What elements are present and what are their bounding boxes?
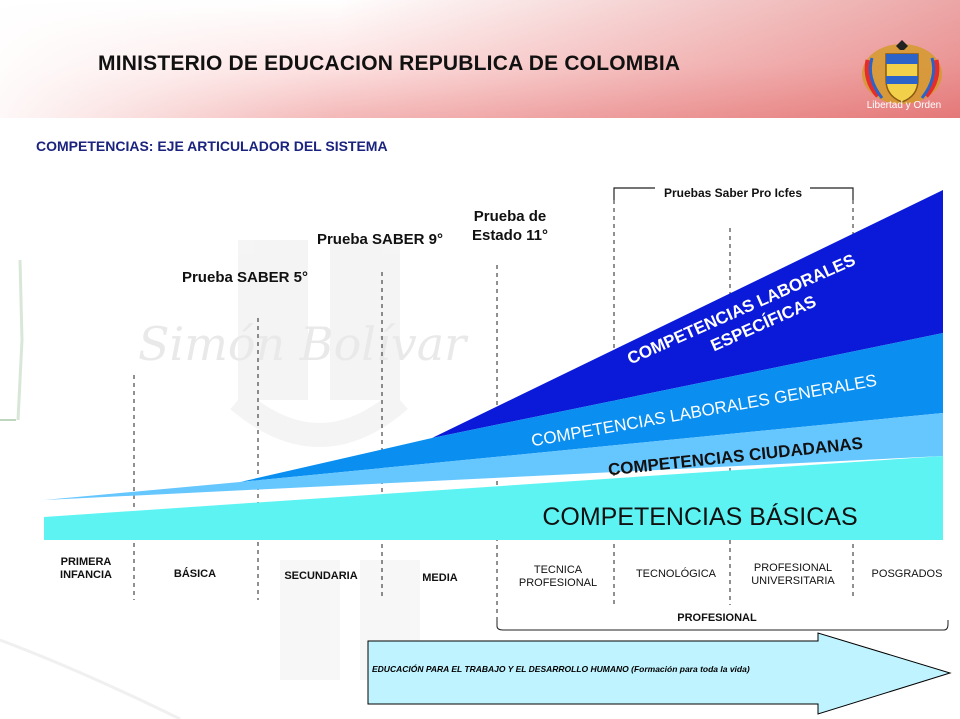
profesional-label: PROFESIONAL: [652, 610, 782, 627]
level-profesional-universitaria: PROFESIONAL UNIVERSITARIA: [751, 562, 835, 587]
exam-saber-5: Prueba SABER 5°: [181, 269, 309, 286]
ministry-title: MINISTERIO DE EDUCACION REPUBLICA DE COL…: [98, 52, 681, 75]
arrow-label: EDUCACIÓN PARA EL TRABAJO Y EL DESARROLL…: [372, 664, 750, 674]
band-laborales-generales: [240, 333, 943, 482]
level-basica: BÁSICA: [173, 568, 217, 580]
level-tecnologica: TECNOLÓGICA: [635, 568, 717, 580]
profesional-bracket: [496, 620, 949, 631]
lifelong-learning-arrow: [367, 632, 952, 715]
crest-icon: [862, 40, 942, 104]
level-secundaria: SECUNDARIA: [284, 570, 358, 582]
level-primera-infancia: PRIMERA INFANCIA: [60, 556, 112, 581]
exam-saber-9: Prueba SABER 9°: [316, 231, 444, 248]
exam-saber-pro: Pruebas Saber Pro Icfes: [658, 185, 808, 202]
band-label-basicas: COMPETENCIAS BÁSICAS: [542, 502, 857, 531]
header-band: [0, 0, 960, 118]
exam-estado-11: Prueba de Estado 11°: [471, 208, 549, 244]
level-media: MEDIA: [422, 572, 458, 584]
watermark-text: Simón Bolívar: [138, 317, 469, 371]
crest-motto: Libertad y Orden: [866, 100, 942, 111]
level-posgrados: POSGRADOS: [871, 568, 943, 580]
level-tecnica-profesional: TECNICA PROFESIONAL: [518, 564, 598, 589]
band-basicas: [44, 456, 943, 540]
saber-pro-bracket: [613, 187, 854, 200]
band-ciudadanas: [44, 413, 943, 500]
section-title: COMPETENCIAS: EJE ARTICULADOR DEL SISTEM…: [36, 138, 388, 154]
band-laborales-especificas: [432, 190, 943, 438]
